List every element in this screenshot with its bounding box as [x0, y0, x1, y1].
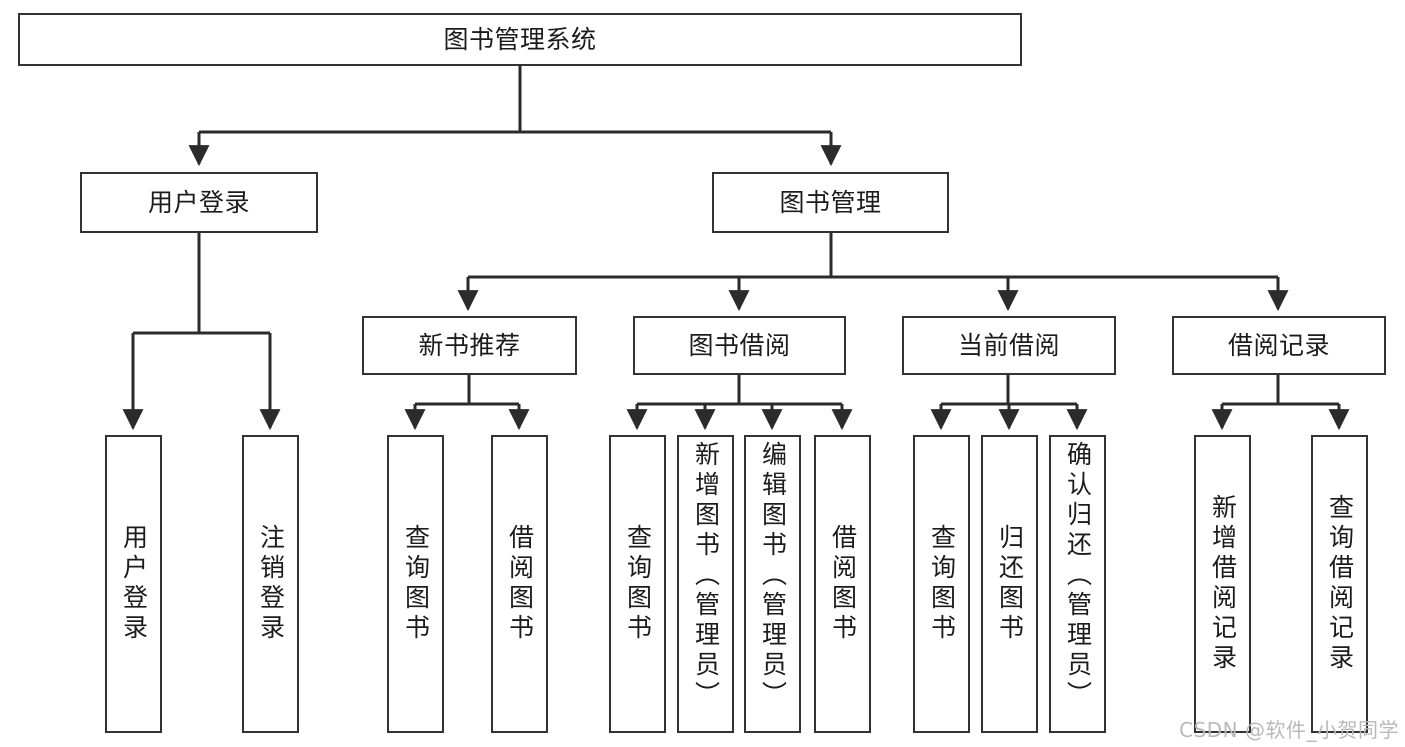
node-label: 注销登录: [256, 524, 286, 644]
node-leaf-add-book-admin[interactable]: 新增图书（管理员）: [677, 435, 734, 733]
node-leaf-user-login[interactable]: 用户登录: [105, 435, 162, 733]
node-label: 当前借阅: [957, 330, 1060, 360]
node-label: 查询图书: [623, 524, 653, 644]
node-leaf-query-borrow-record[interactable]: 查询借阅记录: [1311, 435, 1368, 733]
csdn-watermark: CSDN @软件_小贺同学: [1179, 718, 1399, 742]
node-leaf-query-book-1[interactable]: 查询图书: [387, 435, 444, 733]
node-leaf-return-book[interactable]: 归还图书: [981, 435, 1038, 733]
node-label: 新书推荐: [418, 330, 521, 360]
node-label: 新增借阅记录: [1208, 494, 1238, 674]
node-label: 编辑图书（管理员）: [758, 441, 788, 711]
node-label: 借阅图书: [505, 524, 535, 644]
node-leaf-add-borrow-record[interactable]: 新增借阅记录: [1194, 435, 1251, 733]
node-label: 查询图书: [927, 524, 957, 644]
node-label: 新增图书（管理员）: [691, 441, 721, 711]
node-label: 借阅图书: [828, 524, 858, 644]
node-leaf-query-book-2[interactable]: 查询图书: [609, 435, 666, 733]
node-borrowing-record[interactable]: 借阅记录: [1172, 316, 1386, 375]
node-label: 借阅记录: [1227, 330, 1330, 360]
node-book-management-system[interactable]: 图书管理系统: [18, 13, 1022, 66]
node-leaf-logout[interactable]: 注销登录: [242, 435, 299, 733]
node-book-borrowing[interactable]: 图书借阅: [633, 316, 846, 375]
node-label: 用户登录: [119, 524, 149, 644]
node-label: 用户登录: [147, 187, 250, 217]
node-leaf-confirm-return-admin[interactable]: 确认归还（管理员）: [1049, 435, 1106, 733]
node-label: 图书管理: [779, 187, 882, 217]
node-leaf-borrow-book-1[interactable]: 借阅图书: [491, 435, 548, 733]
node-leaf-query-book-3[interactable]: 查询图书: [913, 435, 970, 733]
node-leaf-borrow-book-2[interactable]: 借阅图书: [814, 435, 871, 733]
node-label: 查询图书: [401, 524, 431, 644]
node-label: 归还图书: [995, 524, 1025, 644]
node-leaf-edit-book-admin[interactable]: 编辑图书（管理员）: [744, 435, 801, 733]
node-label: 确认归还（管理员）: [1063, 441, 1093, 711]
node-user-login[interactable]: 用户登录: [80, 172, 318, 233]
node-current-borrowing[interactable]: 当前借阅: [902, 316, 1116, 375]
node-label: 图书借阅: [688, 330, 791, 360]
node-book-management[interactable]: 图书管理: [712, 172, 949, 233]
node-new-book-recommendation[interactable]: 新书推荐: [362, 316, 577, 375]
node-label: 图书管理系统: [443, 24, 597, 54]
node-label: 查询借阅记录: [1325, 494, 1355, 674]
